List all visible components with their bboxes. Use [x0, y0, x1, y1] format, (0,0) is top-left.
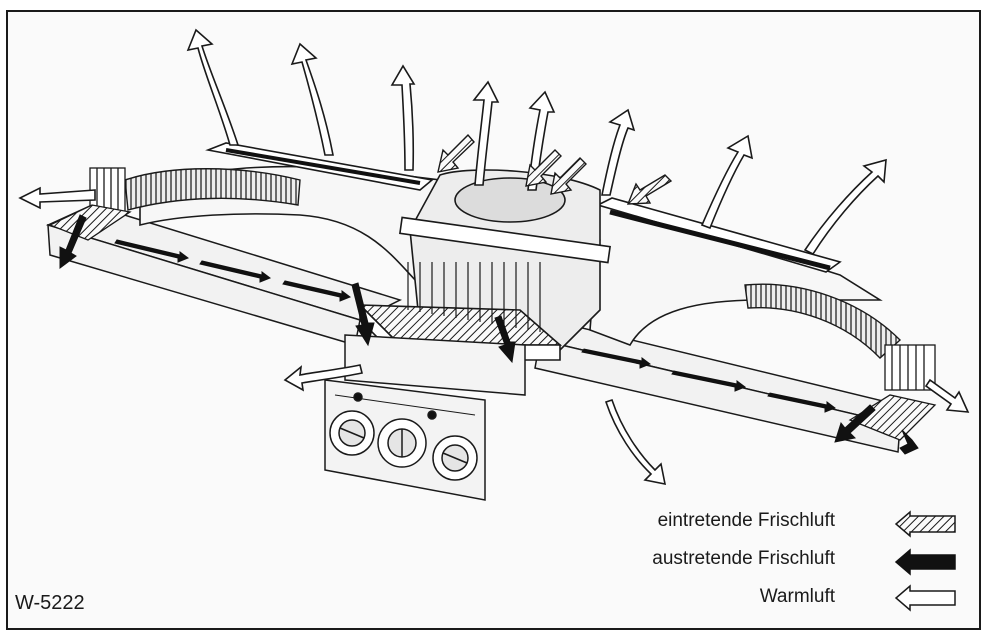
grille-right: [848, 344, 937, 441]
legend-label-outgoing: austretende Frischluft: [652, 548, 835, 569]
outlet-arrow-down-left: [59, 214, 87, 269]
heater-housing: [399, 169, 611, 351]
dash-shell-right: [589, 197, 883, 346]
outlet-arrow-5: [671, 370, 747, 392]
control-knob-center: [377, 418, 427, 468]
legend-swatch-incoming: [894, 510, 956, 538]
control-knob-right: [432, 435, 478, 481]
inlet-arrow-4: [626, 174, 673, 205]
warm-arrow-6: [601, 108, 636, 196]
outlet-arrow-3: [282, 280, 352, 302]
outlet-arrow-4: [581, 348, 652, 369]
outlet-arrow-down-center: [351, 282, 375, 347]
warm-arrow-4: [472, 80, 500, 186]
inlet-arrow-2: [525, 149, 562, 187]
control-knob-left: [329, 410, 375, 456]
inlet-arrow-3: [550, 157, 587, 195]
hose-right: [744, 283, 902, 359]
legend-label-incoming: eintretende Frischluft: [657, 510, 835, 531]
warm-arrow-7: [700, 134, 754, 230]
outlet-arrow-6: [767, 392, 837, 413]
fresh-air-outlet-arrows: [59, 214, 919, 455]
figure-id: W-5222: [15, 592, 85, 614]
warm-arrow-3: [390, 64, 416, 171]
hose-left: [124, 168, 301, 211]
warm-arrow-right-side: [924, 378, 970, 413]
legend-label-warm: Warmluft: [759, 586, 835, 607]
warm-arrow-left-side: [18, 186, 96, 210]
warm-arrow-8: [803, 158, 887, 256]
warm-arrow-2: [290, 42, 334, 156]
lower-duct-right: [534, 324, 922, 453]
outlet-arrow-2: [199, 260, 272, 283]
outlet-arrow-1: [114, 239, 190, 263]
warm-arrow-5: [527, 90, 556, 191]
warm-air-arrows: [18, 28, 970, 486]
legend-swatch-warm: [894, 584, 956, 612]
warm-arrow-1: [186, 28, 240, 146]
distribution-box: [344, 334, 526, 396]
left-vent-slot: [225, 148, 421, 185]
fresh-air-inlet-arrows: [437, 133, 673, 205]
legend-swatch-outgoing: [894, 548, 956, 576]
outlet-arrow-down-right: [834, 404, 876, 443]
outlet-arrow-right-corner: [899, 429, 919, 455]
warm-arrow-footwell-right: [604, 398, 667, 486]
warm-arrow-footwell-left: [283, 364, 363, 392]
inlet-arrow-1: [437, 133, 475, 173]
outlet-arrow-down-center-2: [494, 315, 516, 364]
control-panel: [324, 379, 486, 501]
